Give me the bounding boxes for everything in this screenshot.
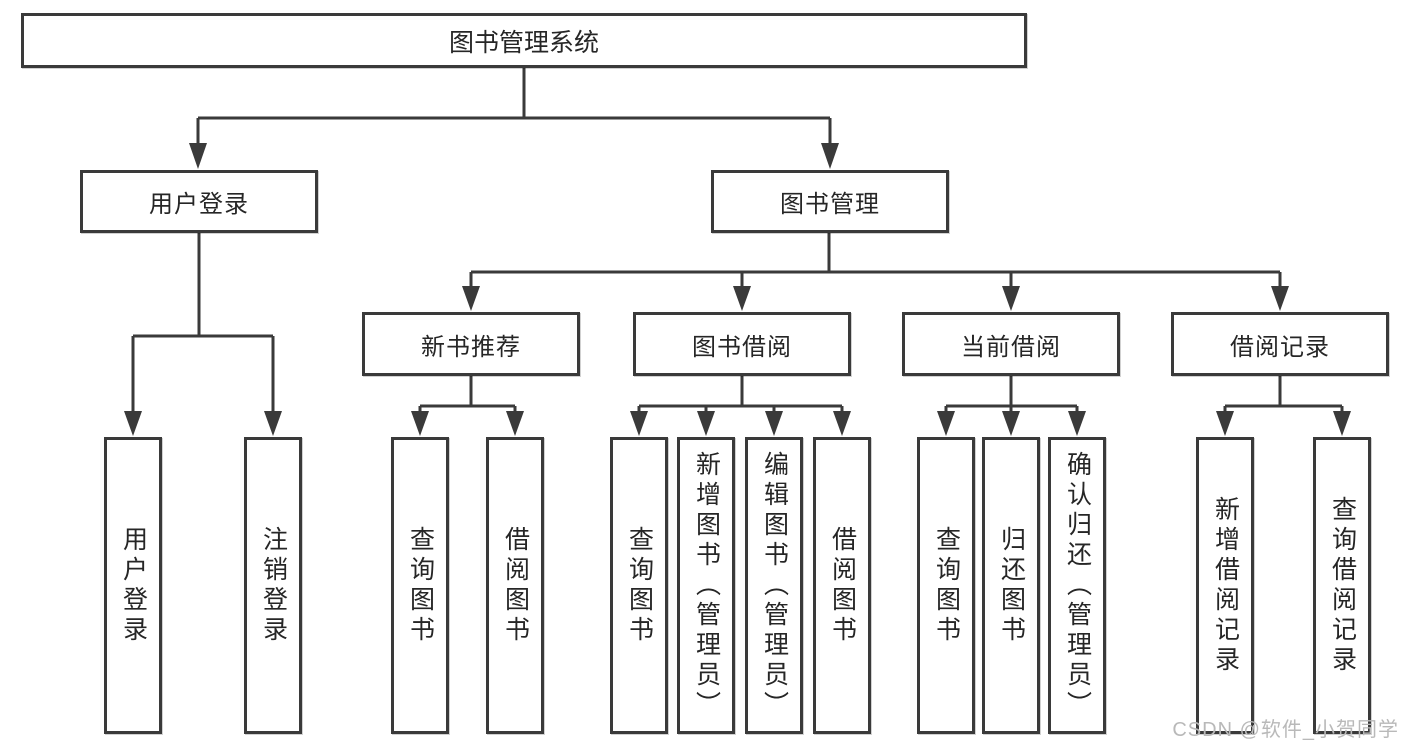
node-borrowing-records: 借阅记录 bbox=[1171, 312, 1389, 376]
leaf-query-books-borrowing: 查询图书 bbox=[610, 437, 668, 734]
leaf-logout: 注销登录 bbox=[244, 437, 302, 734]
node-book-management: 图书管理 bbox=[711, 170, 949, 233]
node-label: 新增借阅记录 bbox=[1211, 495, 1240, 676]
node-label: 查询图书 bbox=[406, 525, 435, 646]
node-label: 用户登录 bbox=[149, 191, 249, 218]
node-label: 归还图书 bbox=[997, 525, 1026, 646]
node-label: 查询图书 bbox=[932, 525, 961, 646]
leaf-add-book-admin: 新增图书（管理员） bbox=[677, 437, 735, 734]
connector-root bbox=[196, 68, 832, 146]
leaf-query-books-recommend: 查询图书 bbox=[391, 437, 449, 734]
node-label: 确认归还（管理员） bbox=[1063, 450, 1092, 721]
leaf-confirm-return-admin: 确认归还（管理员） bbox=[1048, 437, 1106, 734]
node-label: 借阅图书 bbox=[501, 525, 530, 646]
leaf-query-books-current: 查询图书 bbox=[917, 437, 975, 734]
connector-new-book bbox=[418, 376, 517, 416]
leaf-add-borrow-record: 新增借阅记录 bbox=[1196, 437, 1254, 734]
leaf-borrow-books-recommend: 借阅图书 bbox=[486, 437, 544, 734]
leaf-return-book: 归还图书 bbox=[982, 437, 1040, 734]
node-label: 新书推荐 bbox=[421, 333, 521, 361]
node-label: 用户登录 bbox=[119, 525, 148, 646]
connector-borrowing-records bbox=[1223, 376, 1344, 416]
leaf-edit-book-admin: 编辑图书（管理员） bbox=[745, 437, 803, 734]
node-new-book-recommendation: 新书推荐 bbox=[362, 312, 580, 376]
leaf-borrow-books-borrowing: 借阅图书 bbox=[813, 437, 871, 734]
connector-current-borrowing bbox=[944, 376, 1079, 416]
leaf-query-borrow-record: 查询借阅记录 bbox=[1313, 437, 1371, 734]
node-label: 查询图书 bbox=[625, 525, 654, 646]
node-library-management-system: 图书管理系统 bbox=[21, 13, 1027, 68]
node-label: 编辑图书（管理员） bbox=[760, 450, 789, 721]
node-label: 图书管理 bbox=[780, 191, 880, 218]
node-label: 借阅图书 bbox=[828, 525, 857, 646]
arrowheads bbox=[124, 143, 1351, 436]
node-label: 图书借阅 bbox=[692, 333, 792, 361]
connector-user-login bbox=[131, 233, 275, 414]
node-book-borrowing: 图书借阅 bbox=[633, 312, 851, 376]
leaf-user-login: 用户登录 bbox=[104, 437, 162, 734]
node-label: 查询借阅记录 bbox=[1328, 495, 1357, 676]
node-user-login: 用户登录 bbox=[80, 170, 318, 233]
connector-book-management bbox=[469, 233, 1282, 290]
node-current-borrowing: 当前借阅 bbox=[902, 312, 1120, 376]
node-label: 新增图书（管理员） bbox=[692, 450, 721, 721]
node-label: 当前借阅 bbox=[961, 333, 1061, 361]
connector-book-borrowing bbox=[637, 376, 844, 416]
node-label: 注销登录 bbox=[259, 525, 288, 646]
node-label: 借阅记录 bbox=[1230, 333, 1330, 361]
node-label: 图书管理系统 bbox=[448, 28, 599, 57]
